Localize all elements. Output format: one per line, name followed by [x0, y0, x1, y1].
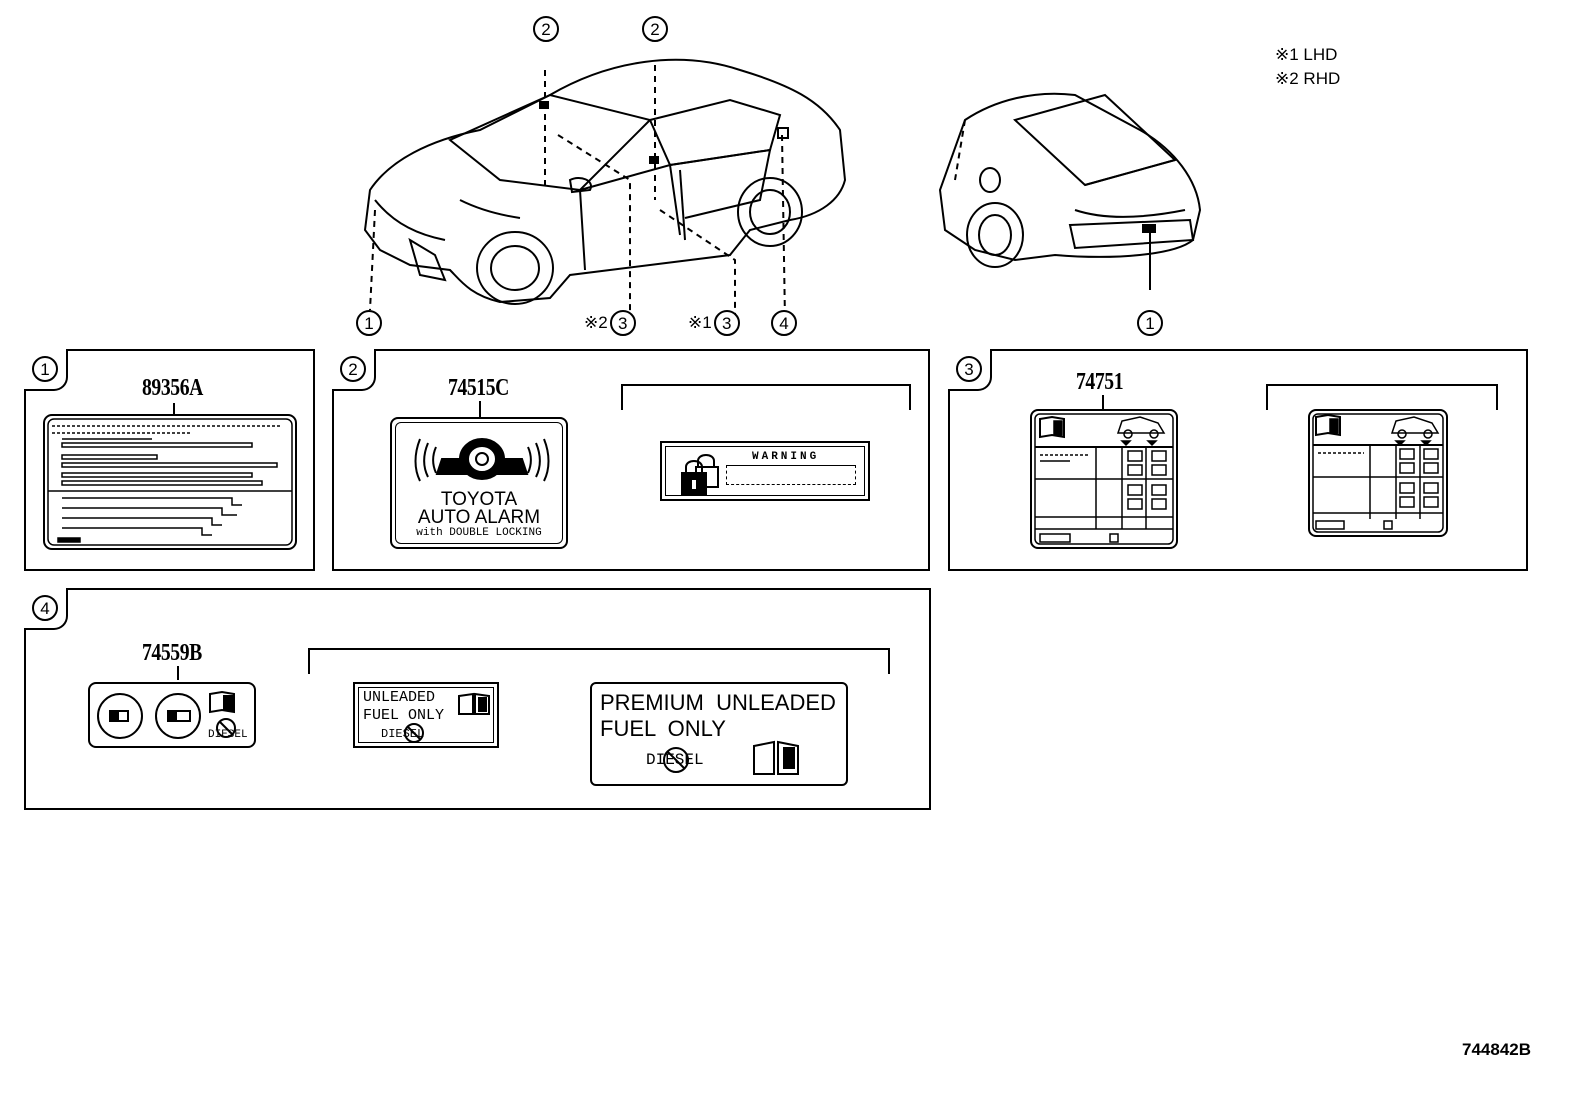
fuel-label-c: PREMIUM UNLEADED FUEL ONLY DIESEL	[590, 682, 848, 786]
panel-2-number: 2	[340, 356, 366, 382]
front-car-drawing	[363, 58, 847, 320]
variant-bracket	[308, 648, 890, 674]
fuel-cap-icons	[97, 690, 236, 739]
callout-4: 4	[771, 310, 797, 336]
tire-pressure-label-2	[1308, 409, 1448, 537]
fuel-label-c-line1: PREMIUM UNLEADED	[600, 690, 836, 715]
bumper-notes-label	[43, 403, 297, 550]
panel-1-number: 1	[32, 356, 58, 382]
panel-4: 4 74559B DIESEL UNLEADED FUEL ONLY DIESE…	[24, 588, 931, 810]
fuel-label-a-diesel: DIESEL	[208, 729, 248, 741]
note-lhd: ※1 LHD	[1275, 45, 1338, 64]
callout-1-front: 1	[356, 310, 382, 336]
fuel-label-b-line1: UNLEADED	[363, 689, 436, 706]
panel-2-part-number: 74515C	[448, 375, 509, 401]
no-diesel-icon	[404, 723, 424, 743]
alarm-line-1: TOYOTA	[440, 489, 518, 510]
no-diesel-icon	[663, 747, 689, 773]
fuel-label-b-line2: FUEL ONLY	[363, 707, 445, 724]
variant-bracket	[1266, 384, 1498, 410]
alarm-line-3: with DOUBLE LOCKING	[416, 527, 542, 539]
callout-1-rear: 1	[1137, 310, 1163, 336]
manual-book-icon	[753, 740, 799, 775]
panel-1: 1 89356A	[24, 349, 315, 571]
variant-bracket	[621, 384, 911, 410]
panel-4-number: 4	[32, 595, 58, 621]
padlock-icon	[681, 454, 719, 496]
callout-3-rhd-circle: 3	[609, 310, 636, 336]
tire-pressure-label-1	[1030, 409, 1178, 549]
rear-car-drawing	[938, 92, 1202, 290]
callout-3-lhd-circle: 3	[713, 310, 740, 336]
callout-2-left: 2	[533, 16, 559, 42]
callout-3-rhd-prefix: ※2	[584, 313, 608, 332]
panel-3-part-number: 74751	[1076, 369, 1124, 395]
panel-1-tab: 1	[24, 349, 68, 391]
part-leader-line	[479, 401, 481, 417]
panel-2: 2 74515C TOYOTA AUTO ALARM with DOUBLE L…	[332, 349, 930, 571]
callout-3-lhd-prefix: ※1	[688, 313, 712, 332]
panel-4-tab: 4	[24, 588, 68, 630]
alarm-line-2: AUTO ALARM	[417, 507, 541, 528]
part-leader-line	[1102, 395, 1104, 409]
fuel-label-a: DIESEL	[88, 682, 256, 748]
alarm-siren-icon	[414, 438, 550, 482]
callout-3-rhd: ※2 3	[584, 310, 636, 336]
panel-1-part-number: 89356A	[142, 375, 203, 401]
panel-3-number: 3	[956, 356, 982, 382]
fuel-label-b: UNLEADED FUEL ONLY DIESEL	[353, 682, 499, 748]
note-rhd: ※2 RHD	[1275, 69, 1341, 88]
panel-3-tab: 3	[948, 349, 992, 391]
panel-3: 3 74751	[948, 349, 1528, 571]
manual-book-icon	[458, 692, 490, 715]
panel-2-tab: 2	[332, 349, 376, 391]
panel-4-part-number: 74559B	[142, 640, 202, 666]
part-leader-line	[177, 666, 179, 680]
diagram-code: 744842B	[1462, 1040, 1532, 1059]
warning-text: WARNING	[752, 451, 820, 463]
warning-label: WARNING	[660, 441, 870, 501]
fuel-label-c-line2: FUEL ONLY	[600, 716, 726, 741]
auto-alarm-label: TOYOTA AUTO ALARM with DOUBLE LOCKING	[390, 417, 568, 549]
callout-2-right: 2	[642, 16, 668, 42]
callout-3-lhd: ※1 3	[688, 310, 740, 336]
